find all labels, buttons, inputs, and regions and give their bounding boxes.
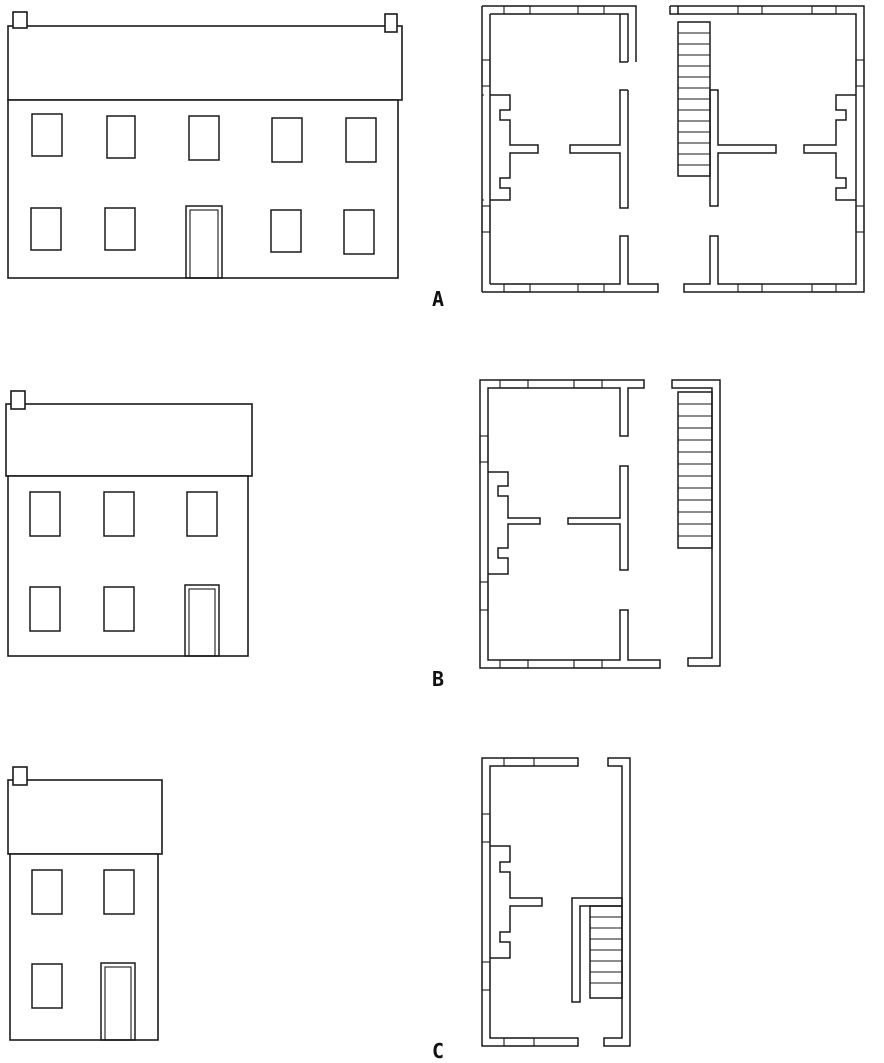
windows-b: [29, 491, 218, 632]
facade-a: [7, 99, 399, 279]
door-a: [185, 205, 223, 279]
door-c: [100, 962, 136, 1041]
chimney-c: [12, 766, 28, 786]
elevation-a: [7, 11, 403, 279]
elevation-c: [7, 766, 163, 1041]
facade-b: [7, 475, 249, 657]
label-c: C: [432, 1039, 444, 1063]
door-b: [184, 584, 220, 657]
label-b: B: [432, 667, 444, 691]
roof-a: [7, 25, 403, 101]
stair-b: [677, 391, 713, 549]
windows-c: [31, 869, 135, 1009]
elevation-b: [5, 390, 253, 657]
windows-a: [30, 113, 377, 255]
roof-c: [7, 779, 163, 855]
chimney-a-right: [384, 13, 398, 33]
plan-a: [481, 5, 865, 293]
chimney-a-left: [12, 11, 28, 29]
stair-c: [589, 905, 623, 999]
plan-c: [481, 757, 631, 1047]
chimney-b: [10, 390, 26, 410]
stair-a: [677, 21, 711, 177]
label-a: A: [432, 287, 444, 311]
roof-b: [5, 403, 253, 477]
plan-b: [479, 379, 721, 669]
